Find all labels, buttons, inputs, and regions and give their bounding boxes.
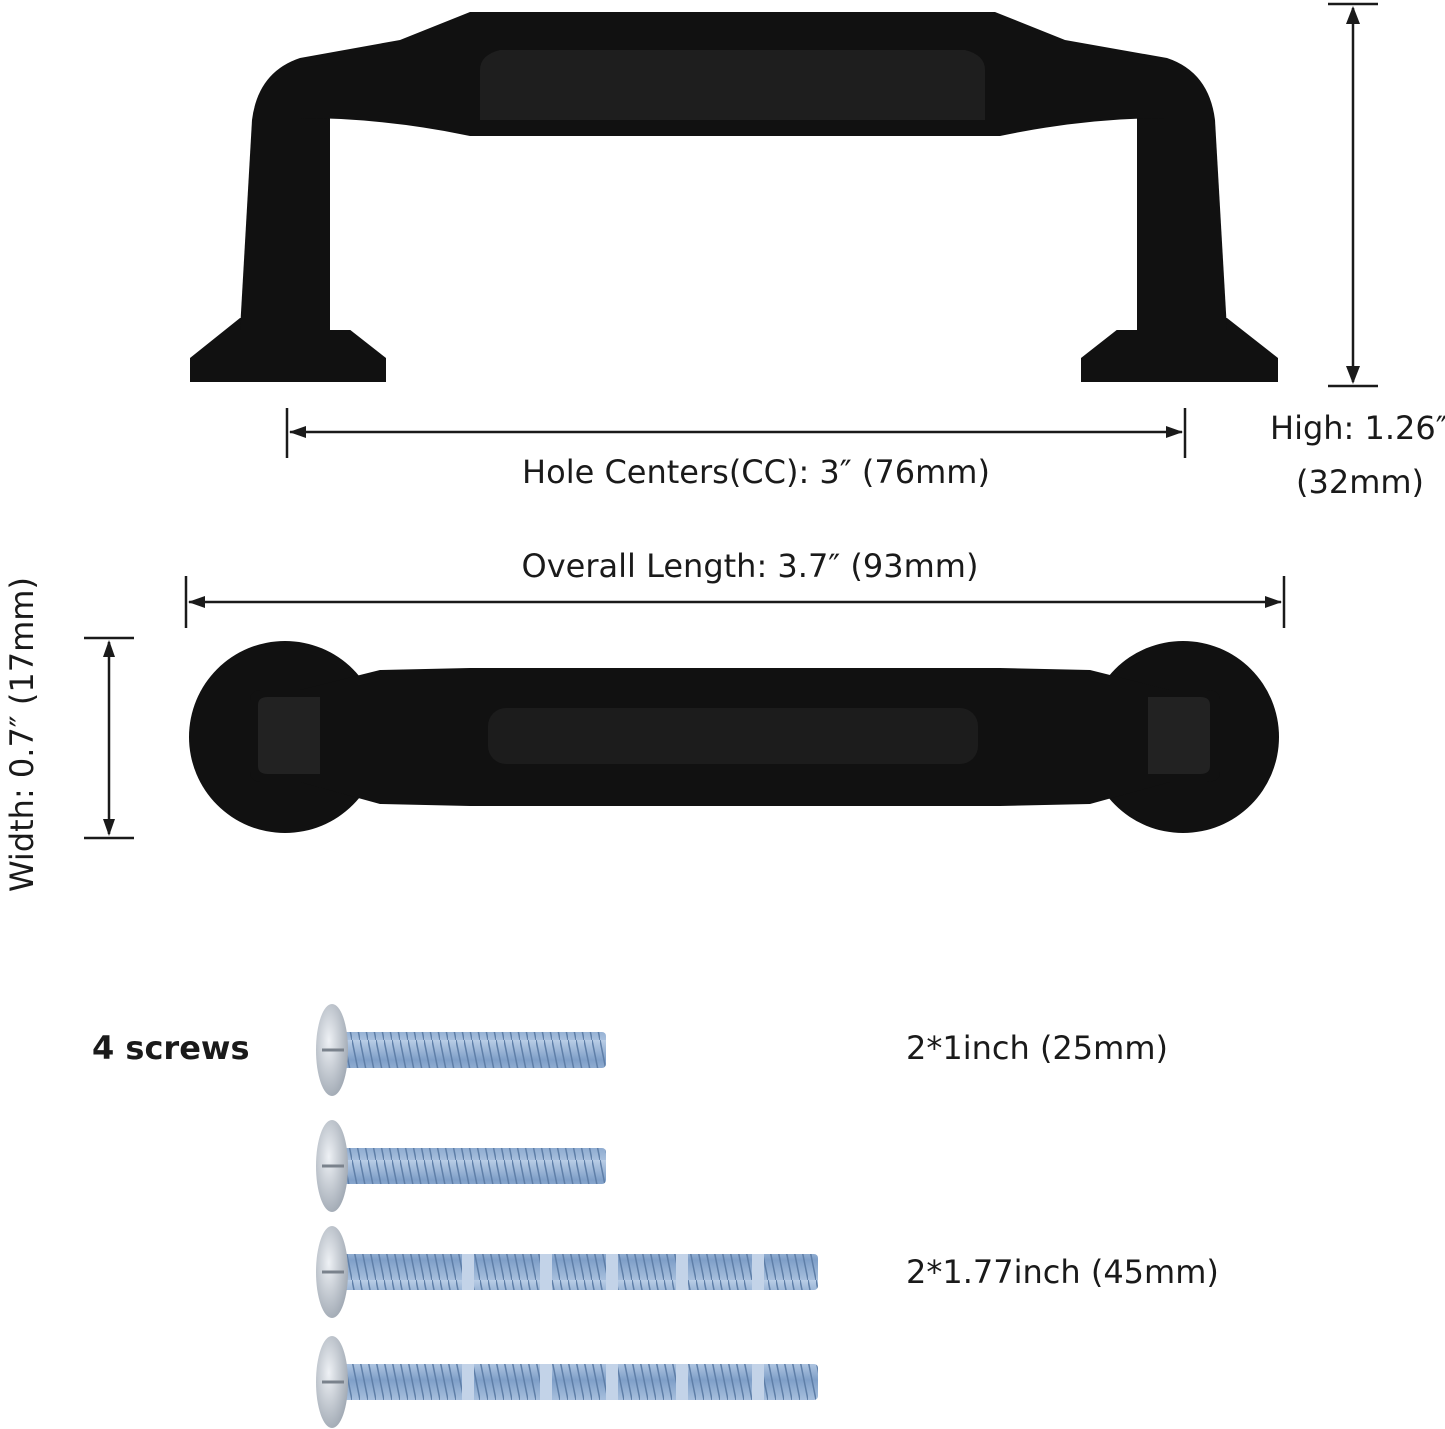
overall-length-dimension-line <box>184 576 1286 628</box>
screw-long-2 <box>316 1336 818 1428</box>
handle-side-view <box>190 12 1278 382</box>
overall-length-label: Overall Length: 3.7″ (93mm) <box>521 547 979 585</box>
screws-short-label: 2*1inch (25mm) <box>906 1029 1168 1067</box>
screw-short-2 <box>316 1120 606 1212</box>
hole-centers-dimension-line <box>285 408 1187 458</box>
hole-centers-label: Hole Centers(CC): 3″ (76mm) <box>522 453 990 491</box>
width-dimension-line <box>84 636 134 840</box>
height-metric-label: (32mm) <box>1296 463 1425 501</box>
handle-top-view <box>189 641 1279 833</box>
width-label: Width: 0.7″ (17mm) <box>3 577 41 892</box>
height-dimension-line <box>1328 2 1378 388</box>
screws-long-label: 2*1.77inch (45mm) <box>906 1253 1219 1291</box>
screws-title: 4 screws <box>92 1029 250 1067</box>
screw-short-1 <box>316 1004 606 1096</box>
height-label: High: 1.26″ <box>1270 409 1445 447</box>
screw-long-1 <box>316 1226 818 1318</box>
